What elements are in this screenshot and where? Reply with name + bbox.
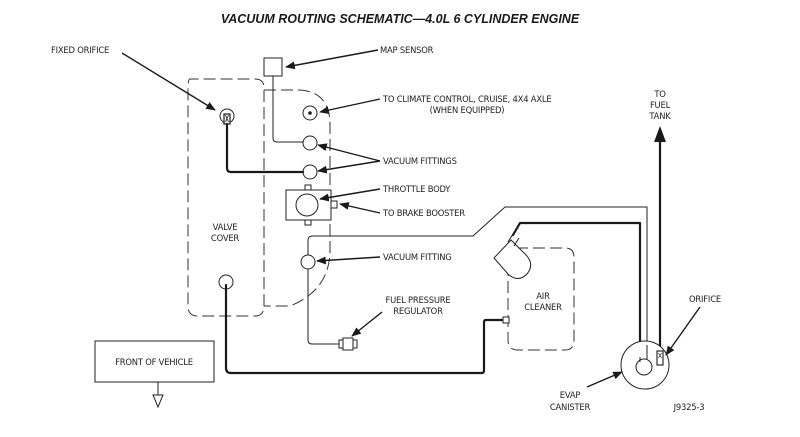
fuel-tank-label-1: TO	[653, 89, 666, 99]
fixed-orifice-hose	[225, 122, 305, 174]
front-of-vehicle-indicator: FRONT OF VEHICLE	[94, 340, 215, 409]
evap-canister-label-2: CANISTER	[550, 402, 591, 412]
brake-booster-label: TO BRAKE BOOSTER	[382, 208, 465, 218]
fixed-orifice-leader	[121, 52, 216, 111]
throttle-body	[285, 184, 338, 226]
valve-cover-hose	[224, 283, 506, 375]
map-sensor	[263, 57, 304, 143]
canister-purge-line	[307, 206, 648, 345]
fuel-tank-arrowhead	[654, 126, 666, 142]
map-sensor-label: MAP SENSOR	[380, 45, 434, 55]
orifice-label: ORIFICE	[689, 294, 721, 304]
vacuum-fitting-label: VACUUM FITTING	[383, 252, 452, 262]
vacuum-fitting-leader	[316, 256, 381, 265]
air-cleaner-label-2: CLEANER	[524, 302, 562, 312]
valve-cover-label-2: COVER	[211, 233, 240, 243]
vacuum-fitting-lower	[302, 164, 318, 180]
brake-booster-port	[330, 200, 338, 209]
diagram-title: VACUUM ROUTING SCHEMATIC—4.0L 6 CYLINDER…	[221, 12, 580, 26]
fuel-tank-label-3: TANK	[648, 111, 671, 121]
climate-control-fitting	[302, 105, 318, 121]
air-cleaner: AIR CLEANER	[502, 247, 575, 351]
orifice-leader	[665, 306, 701, 356]
evap-canister-leader	[586, 371, 623, 388]
vacuum-fitting-single	[300, 254, 316, 270]
fuel-tank-label-2: FUEL	[650, 100, 671, 110]
vacuum-fitting-upper	[302, 135, 318, 151]
throttle-body-leader	[319, 188, 381, 202]
brake-booster-leader	[339, 202, 381, 214]
map-sensor-leader	[285, 49, 379, 70]
vacuum-fittings-leader-2	[317, 160, 381, 174]
fixed-orifice-label: FIXED ORIFICE	[51, 45, 109, 55]
air-cleaner-inlet	[493, 233, 532, 279]
evap-canister	[620, 340, 670, 390]
vacuum-fittings-label: VACUUM FITTINGS	[383, 156, 457, 166]
air-cleaner-hose	[511, 221, 642, 359]
air-cleaner-label-1: AIR	[536, 291, 550, 301]
fixed-orifice	[219, 108, 235, 125]
intake-manifold-outline	[264, 89, 331, 307]
climate-control-label-1: TO CLIMATE CONTROL, CRUISE, 4X4 AXLE	[382, 94, 551, 104]
figure-id: J9325-3	[673, 402, 705, 412]
climate-control-leader	[319, 98, 381, 114]
fuel-pressure-line	[307, 269, 340, 345]
fuel-pressure-leader	[351, 311, 383, 337]
front-direction-arrow-icon	[152, 394, 164, 409]
canister-orifice	[656, 350, 664, 366]
throttle-body-label: THROTTLE BODY	[382, 184, 451, 194]
valve-cover-label-1: VALVE	[213, 222, 238, 232]
climate-control-label-2: (WHEN EQUIPPED)	[430, 105, 505, 115]
vacuum-fittings-leader-1	[317, 143, 381, 162]
evap-canister-label-1: EVAP	[560, 390, 581, 400]
fuel-pressure-label-1: FUEL PRESSURE	[385, 295, 450, 305]
fuel-pressure-regulator	[338, 337, 358, 351]
fuel-pressure-label-2: REGULATOR	[393, 306, 443, 316]
front-of-vehicle-label: FRONT OF VEHICLE	[115, 357, 193, 367]
